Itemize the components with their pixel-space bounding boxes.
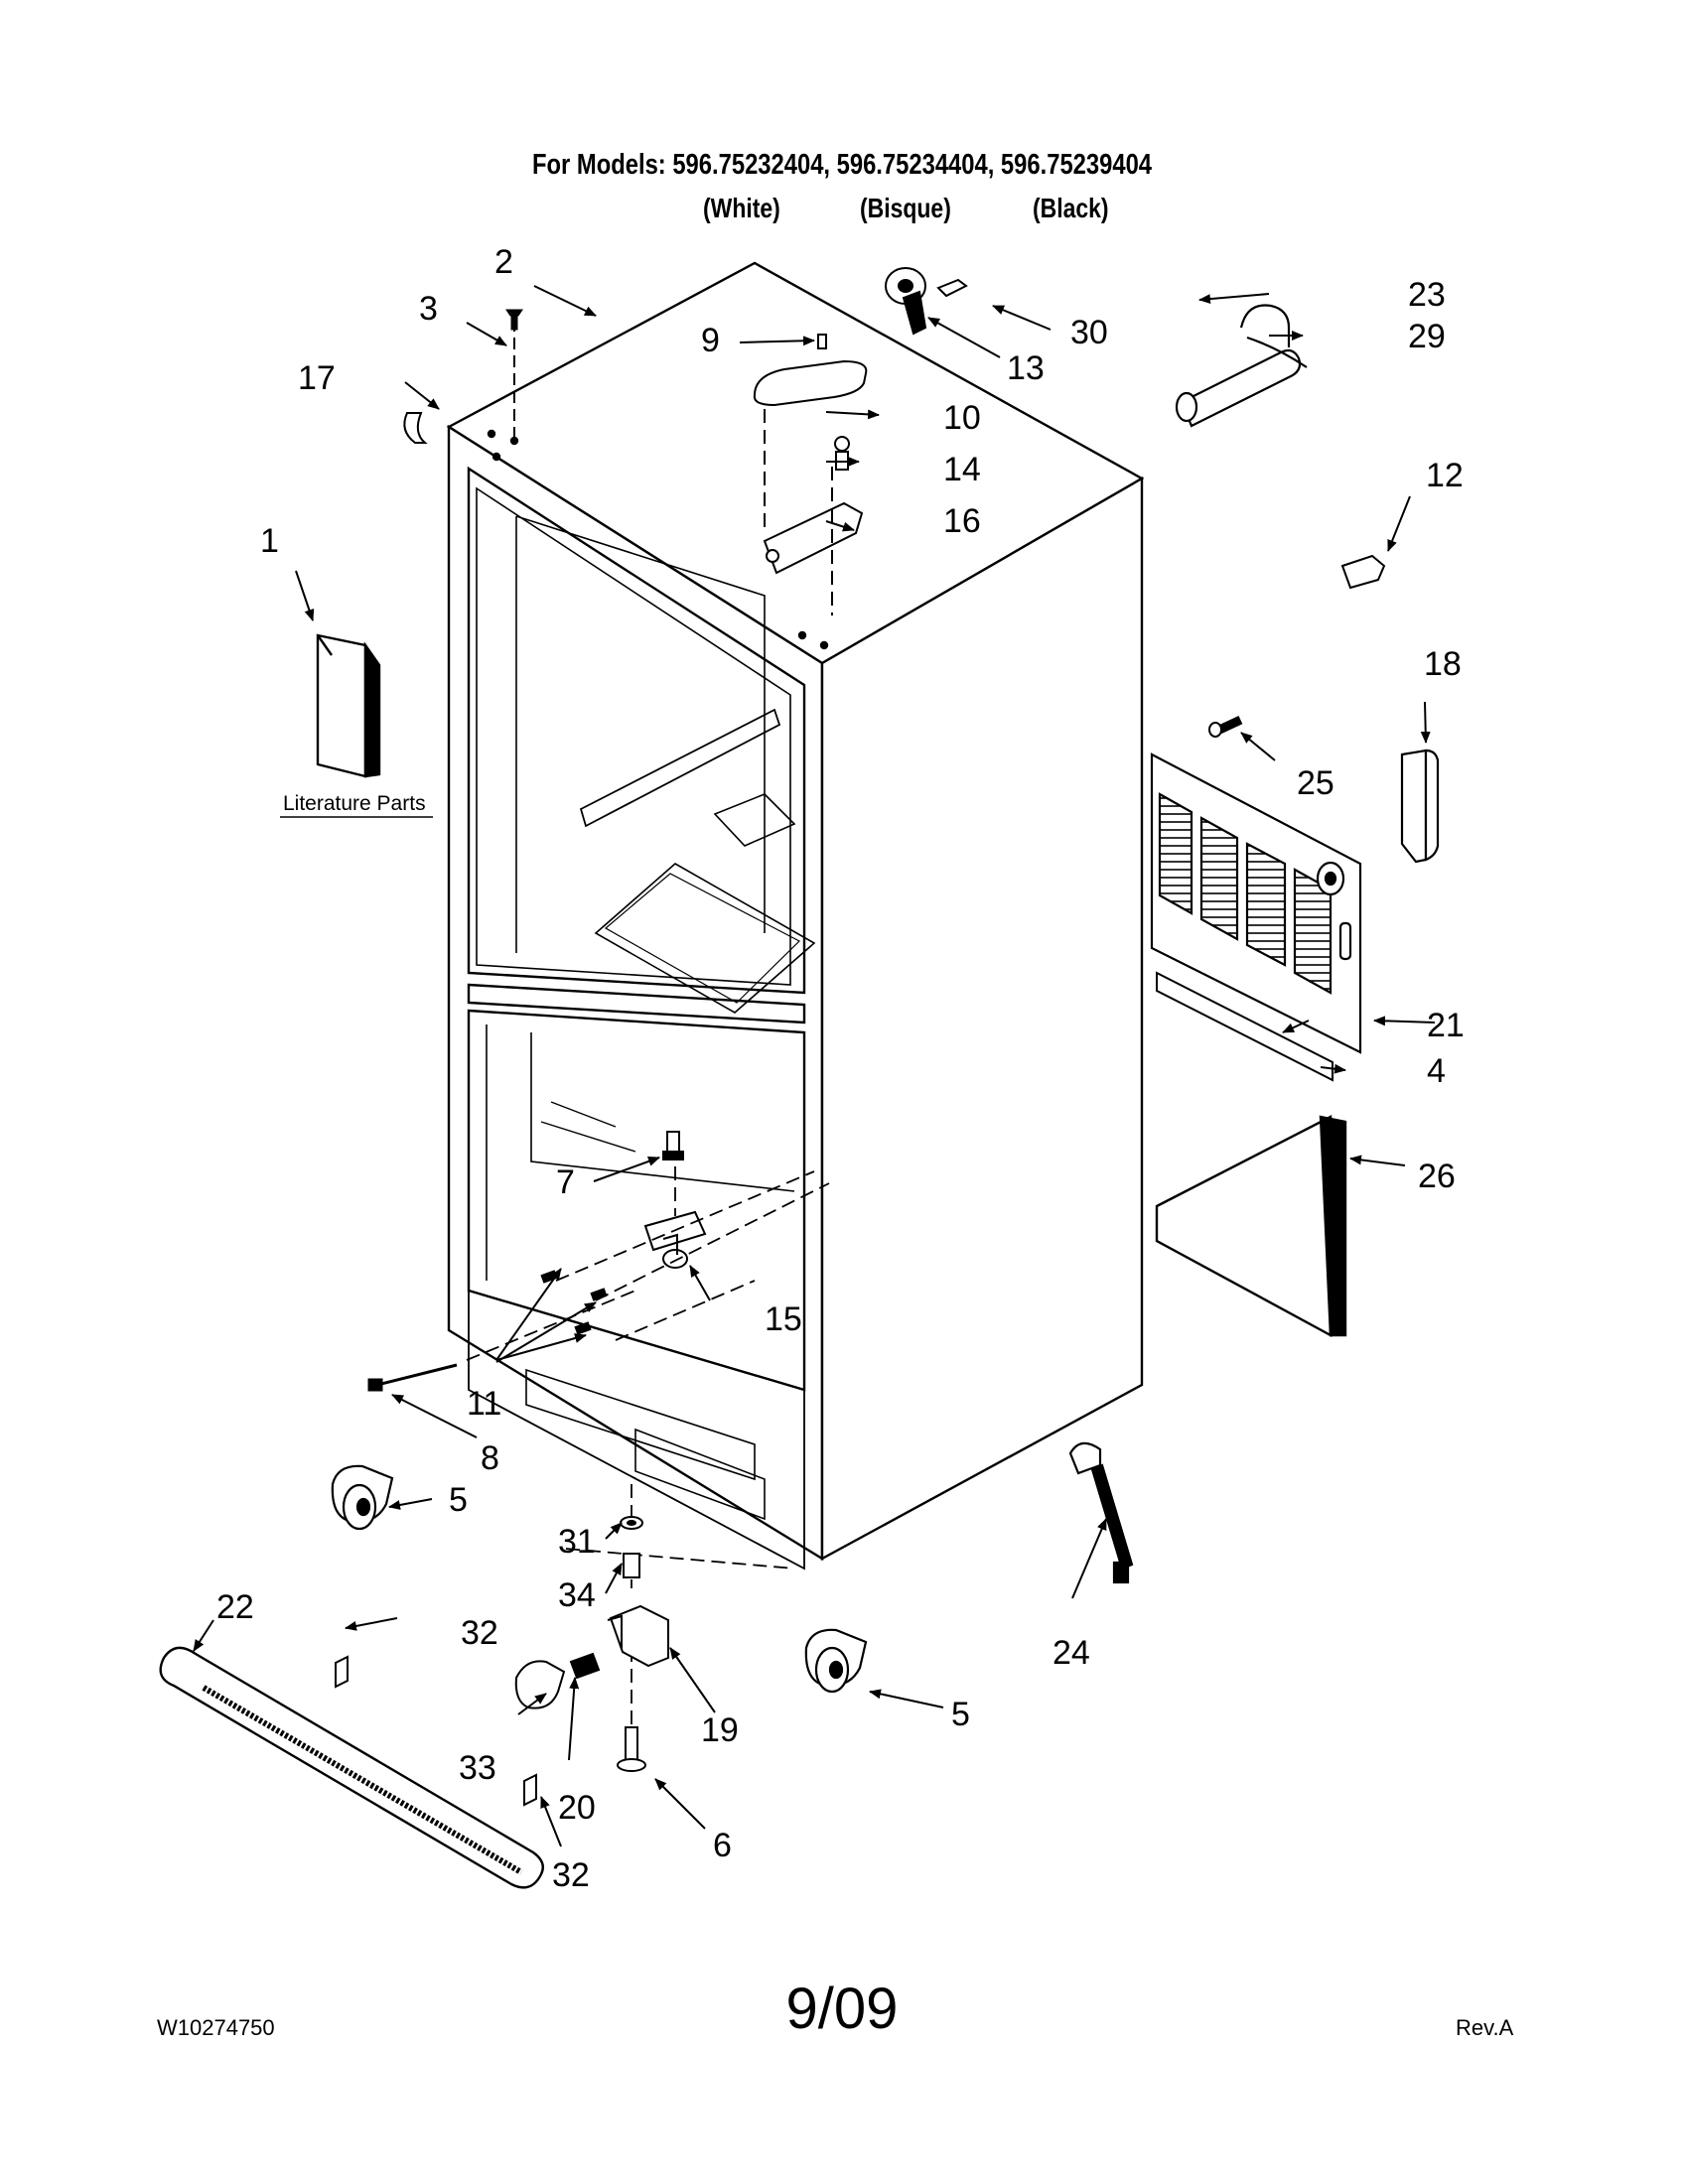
part-23-29-water-line <box>1175 304 1308 428</box>
part-21-grille-panel <box>1150 752 1362 1054</box>
callout-7: 7 <box>556 1163 575 1201</box>
callout-13: 13 <box>1007 349 1045 387</box>
callout-22: 22 <box>216 1588 254 1626</box>
part-13-hinge-cover <box>885 267 968 336</box>
callout-6: 6 <box>713 1827 732 1864</box>
callout-29: 29 <box>1408 318 1446 355</box>
part-22-base-grille <box>159 1646 544 1889</box>
callout-18: 18 <box>1424 645 1462 683</box>
callout-33: 33 <box>459 1749 496 1787</box>
callout-11: 11 <box>467 1385 501 1423</box>
part-12-clip <box>1340 554 1386 590</box>
literature-parts-label: Literature Parts <box>283 792 426 815</box>
color-variants: (White) (Bisque) (Black) <box>0 193 1684 228</box>
revision-label: Rev.A <box>1456 2015 1514 2040</box>
callout-23: 23 <box>1408 276 1446 314</box>
callout-25: 25 <box>1297 764 1334 802</box>
callout-34: 34 <box>558 1576 596 1614</box>
callout-10: 10 <box>943 399 981 437</box>
part-7-stud <box>662 1131 684 1160</box>
callout-16: 16 <box>943 502 981 540</box>
callout-9: 9 <box>701 322 720 359</box>
callout-5b: 5 <box>951 1696 970 1733</box>
callout-14: 14 <box>943 451 981 488</box>
callout-17: 17 <box>298 359 336 397</box>
caster-left <box>331 1464 394 1531</box>
callout-26: 26 <box>1418 1158 1456 1195</box>
literature-booklet <box>316 633 381 778</box>
cabinet <box>446 261 1145 1570</box>
color-bisque-label: (Bisque) <box>860 193 951 223</box>
callout-1: 1 <box>260 522 279 560</box>
callout-20: 20 <box>558 1789 596 1827</box>
color-black-label: (Black) <box>1033 193 1109 223</box>
callout-21: 21 <box>1427 1007 1465 1044</box>
part-26-panel <box>1155 1115 1347 1338</box>
callout-32b: 32 <box>552 1856 590 1894</box>
part-18-trim <box>1400 749 1440 864</box>
revision-date: 9/09 <box>785 1977 899 2041</box>
small-screws <box>505 309 1243 738</box>
leveling-assembly <box>514 1516 669 1772</box>
color-white-label: (White) <box>703 193 780 223</box>
callout-3: 3 <box>419 290 438 328</box>
document-number: W10274750 <box>157 2015 275 2040</box>
top-hinge-assembly <box>513 320 868 615</box>
callout-5a: 5 <box>449 1481 468 1519</box>
clips-32 <box>335 1655 537 1807</box>
part-8-bolt <box>367 1363 458 1392</box>
part-4-strip <box>1156 971 1333 1082</box>
models-line: For Models: 596.75232404, 596.75234404, … <box>531 149 1153 181</box>
caster-right <box>804 1628 868 1694</box>
callout-31: 31 <box>558 1523 596 1561</box>
callout-30: 30 <box>1070 314 1108 351</box>
callout-8: 8 <box>481 1439 499 1477</box>
callout-24: 24 <box>1052 1634 1090 1672</box>
callout-15: 15 <box>765 1300 802 1338</box>
callout-2: 2 <box>494 243 513 281</box>
callout-32a: 32 <box>461 1614 498 1652</box>
callout-4: 4 <box>1427 1052 1446 1090</box>
models-header: For Models: 596.75232404, 596.75234404, … <box>0 149 1684 182</box>
callout-12: 12 <box>1426 457 1464 494</box>
callout-19: 19 <box>701 1711 739 1749</box>
part-24-harness <box>1068 1441 1134 1584</box>
part-17 <box>403 412 428 444</box>
